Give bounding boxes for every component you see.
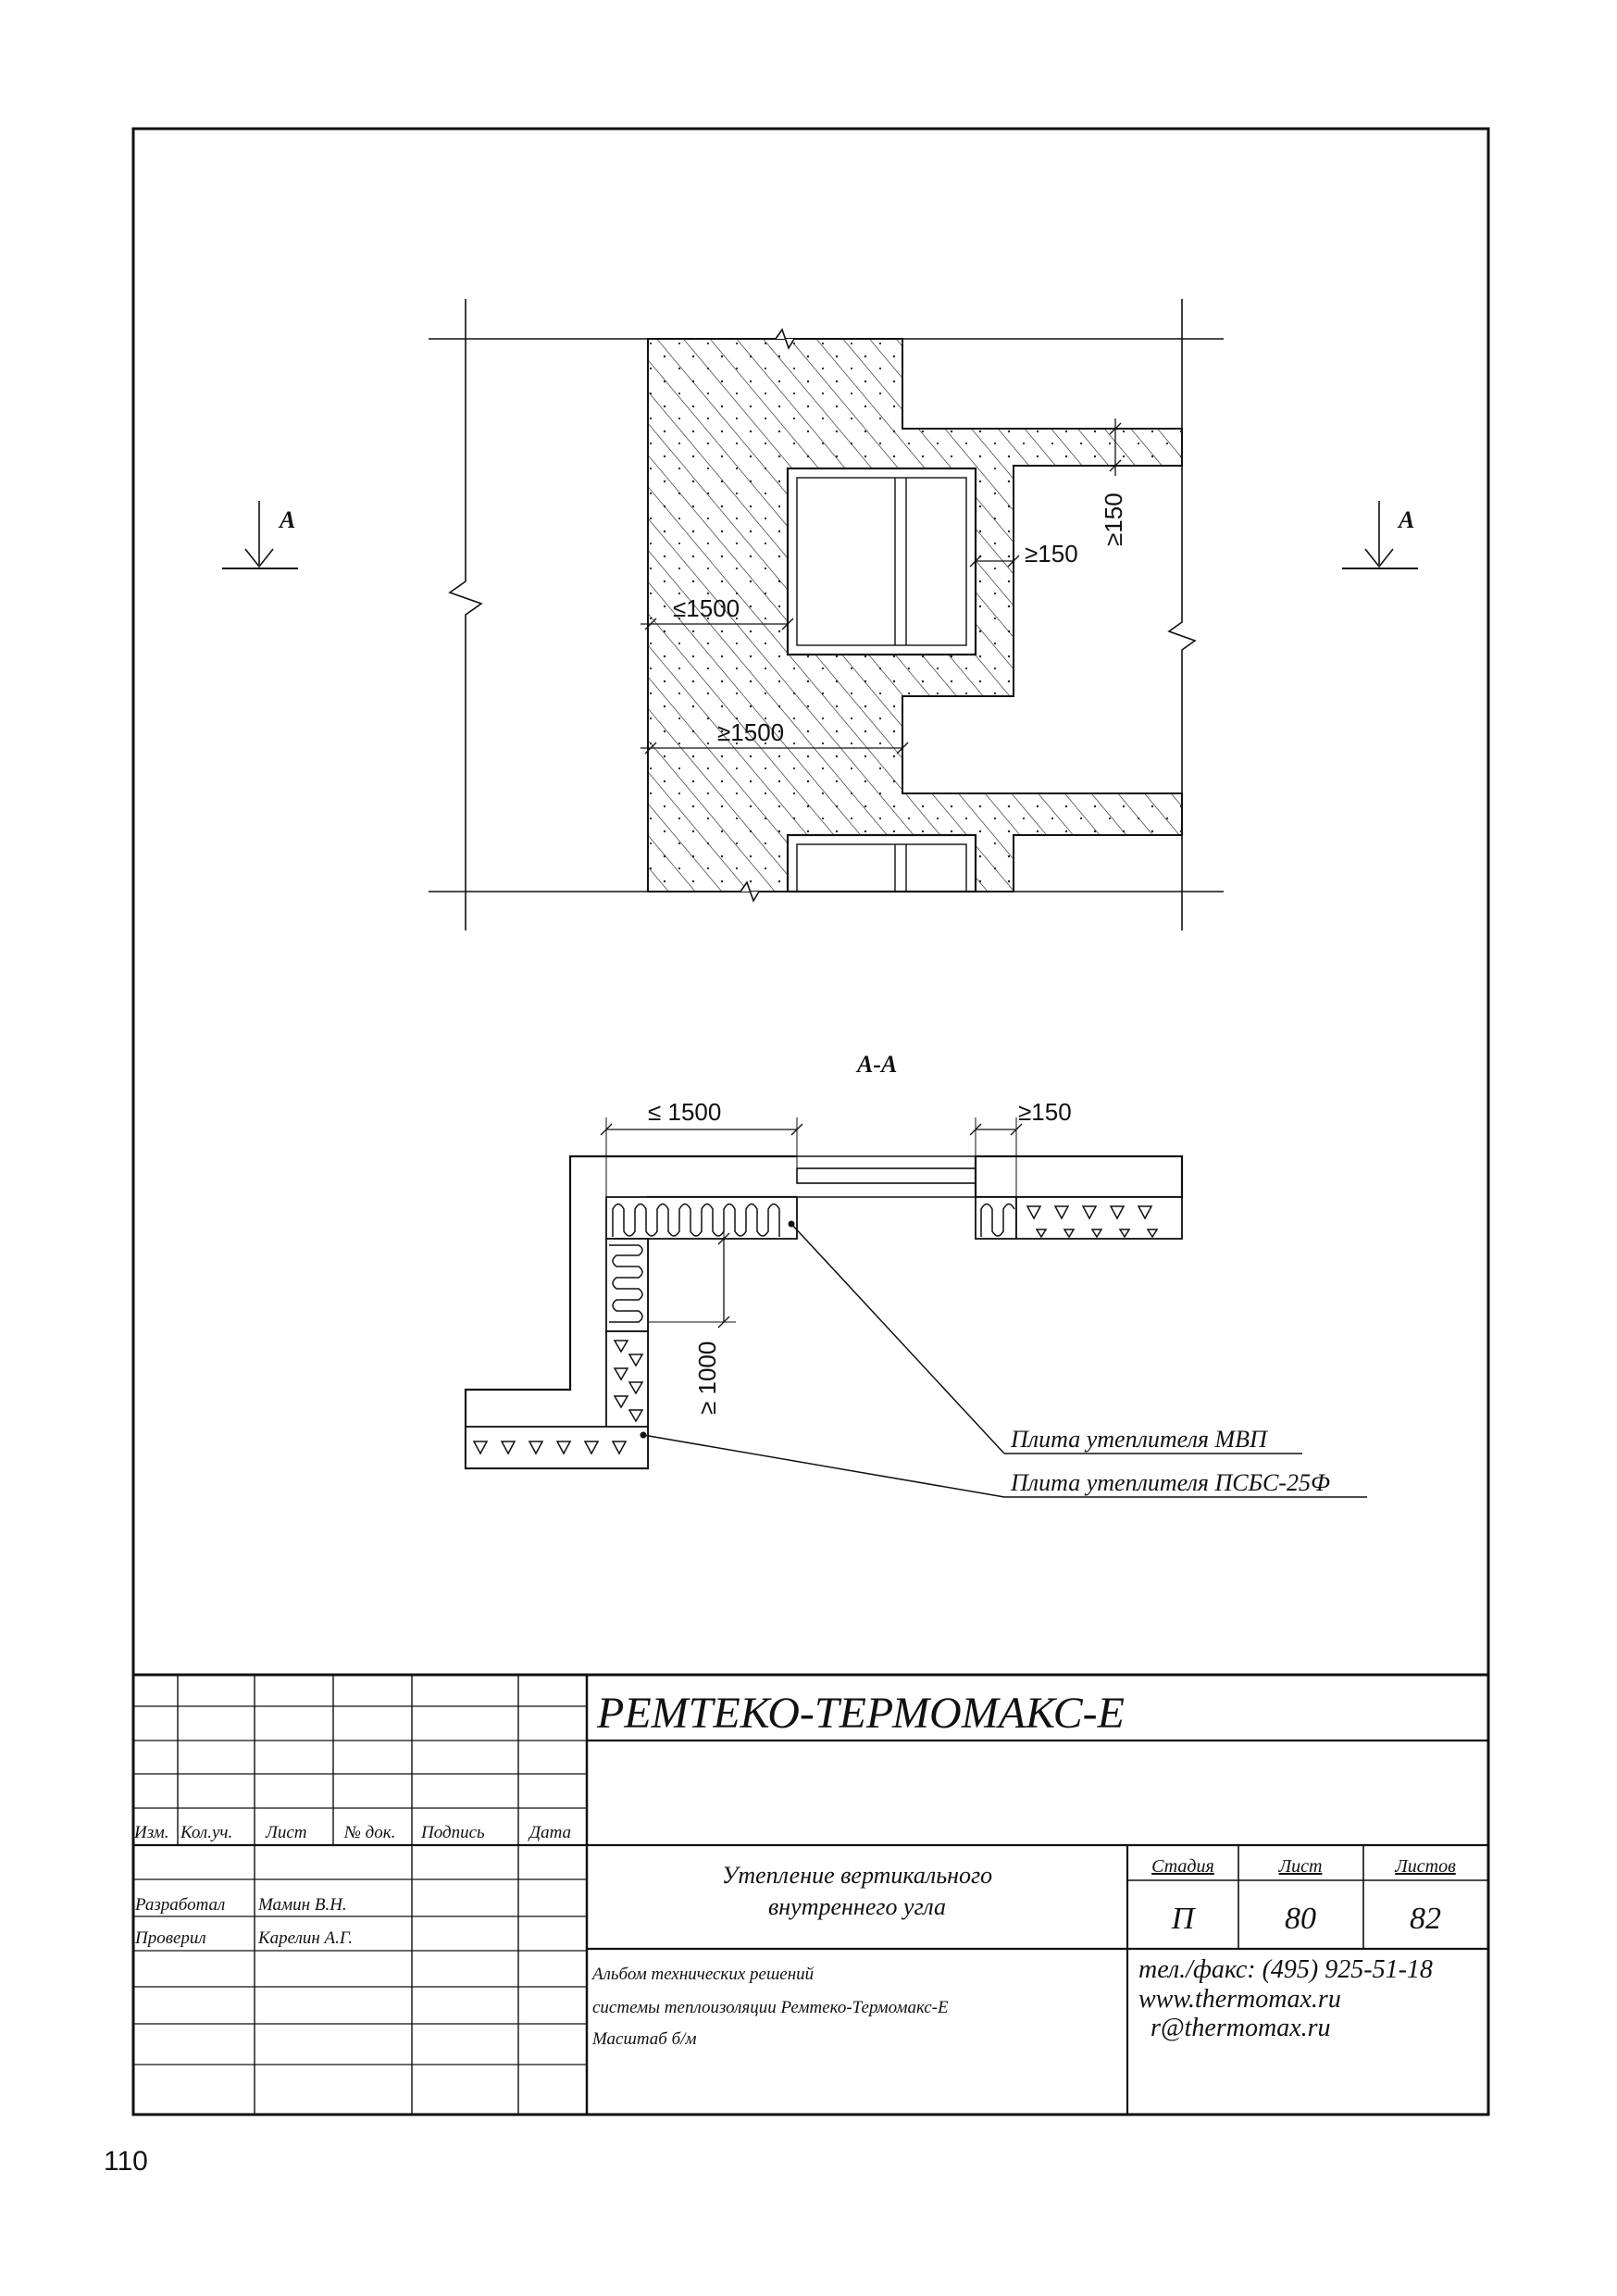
page-number: 110 (104, 2146, 148, 2177)
leader-psbs (642, 1434, 1005, 1498)
album-line3: Масштаб б/м (591, 2029, 697, 2049)
checked-label: Проверил (134, 1928, 206, 1948)
album-line2: системы теплоизоляции Ремтеко-Термомакс-… (592, 1998, 949, 2017)
elevation-view (222, 299, 1418, 930)
sheets-label: Листов (1394, 1856, 1456, 1877)
section-mark-right (1342, 501, 1418, 569)
album-line1: Альбом технических решений (591, 1965, 815, 1984)
dim-top-min: ≥150 (1100, 493, 1127, 546)
sheet-value: 80 (1285, 1902, 1316, 1936)
upper-window (786, 467, 977, 656)
stage-value: П (1171, 1902, 1197, 1936)
dim-pier-min: ≥1500 (717, 718, 784, 746)
contact-website: www.thermomax.ru (1138, 1985, 1341, 2014)
title-block (131, 1673, 1490, 2116)
header-data: Дата (528, 1823, 571, 1842)
insulation-psbs (465, 1196, 1183, 1469)
insulation-mvp (605, 1196, 1017, 1332)
section-mark-right-label: A (1397, 506, 1414, 533)
section-mark-left-label: A (278, 506, 295, 533)
dim-return-min: ≥150 (1018, 1098, 1072, 1126)
contact-phone: тел./факс: (495) 925-51-18 (1138, 1955, 1433, 1984)
section-title: А-А (855, 1051, 897, 1078)
sheet-title-line2: внутреннего угла (768, 1893, 946, 1920)
checked-name: Карелин А.Г. (257, 1928, 353, 1948)
company-name: РЕМТЕКО-ТЕРМОМАКС-Е (596, 1689, 1125, 1738)
section-view (464, 1117, 1367, 1498)
callout-mvp: Плита утеплителя МВП (1010, 1426, 1269, 1453)
dim-width-max: ≤ 1500 (648, 1098, 721, 1126)
developed-name: Мамин В.Н. (257, 1895, 347, 1915)
dim-depth-min: ≥ 1000 (693, 1341, 721, 1415)
sheet-label: Лист (1278, 1856, 1323, 1877)
sheet-title-line1: Утепление вертикального (722, 1862, 992, 1889)
sheets-value: 82 (1410, 1902, 1441, 1936)
header-kol-uch: Кол.уч. (180, 1823, 232, 1842)
header-list: Лист (265, 1823, 307, 1842)
lower-window (786, 833, 977, 893)
dim-side-min: ≥150 (1025, 540, 1078, 568)
header-izm: Изм. (133, 1823, 169, 1842)
header-n-dok: № док. (343, 1823, 395, 1842)
section-mark-left (222, 501, 298, 569)
leader-mvp (790, 1223, 1005, 1454)
developed-label: Разработал (134, 1895, 225, 1915)
dim-opening-max: ≤1500 (673, 594, 740, 622)
callout-psbs: Плита утеплителя ПСБС-25Ф (1010, 1469, 1330, 1496)
contact-email: r@thermomax.ru (1151, 2014, 1331, 2042)
stage-label: Стадия (1151, 1856, 1214, 1877)
header-podpis: Подпись (420, 1823, 485, 1842)
